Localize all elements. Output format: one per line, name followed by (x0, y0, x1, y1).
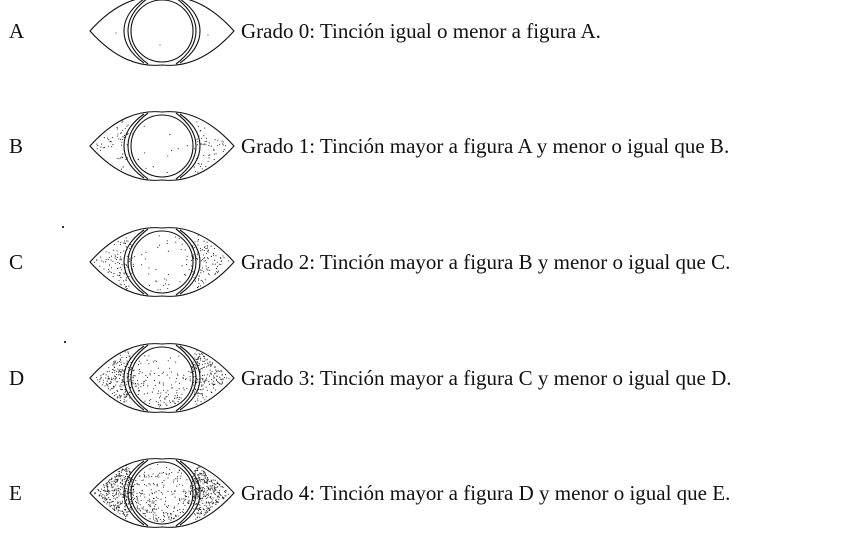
grade-row: E Grado 4: Tinción mayor a figura D y me… (0, 453, 850, 533)
grade-description: Grado 3: Tinción mayor a figura C y meno… (241, 366, 732, 390)
eye-diagram-icon (89, 227, 235, 297)
stray-speck (62, 226, 64, 228)
eye-diagram-icon (89, 0, 235, 66)
grade-description: Grado 1: Tinción mayor a figura A y meno… (241, 134, 730, 158)
grade-row: D Grado 3: Tinción mayor a figura C y me… (0, 338, 850, 418)
eye-outline (89, 0, 235, 66)
grade-row: B Grado 1: Tinción mayor a figura A y me… (0, 106, 850, 186)
grade-row: A Grado 0: Tinción igual o menor a figur… (0, 0, 850, 71)
grade-description: Grado 2: Tinción mayor a figura B y meno… (241, 250, 731, 274)
eye-diagram-icon (89, 111, 235, 181)
staining-dots (96, 120, 227, 173)
eye-outline (89, 343, 235, 413)
grade-row: C Grado 2: Tinción mayor a figura B y me… (0, 222, 850, 302)
eye-diagram-icon (89, 458, 235, 528)
eye-diagram-icon (89, 343, 235, 413)
staining-dots (115, 32, 209, 46)
staining-dots (96, 349, 230, 408)
grade-letter: D (9, 366, 25, 390)
eye-outline (89, 458, 235, 528)
grade-letter: C (9, 250, 24, 274)
grade-description: Grado 4: Tinción mayor a figura D y meno… (241, 481, 731, 505)
grade-letter: A (9, 19, 25, 43)
staining-dots (94, 463, 229, 523)
grade-letter: B (9, 134, 24, 158)
grade-description: Grado 0: Tinción igual o menor a figura … (241, 19, 601, 43)
stray-speck (64, 341, 66, 343)
grade-letter: E (9, 481, 22, 505)
eye-outline (89, 111, 235, 181)
staining-dots (93, 234, 230, 291)
eye-outline (89, 227, 235, 297)
